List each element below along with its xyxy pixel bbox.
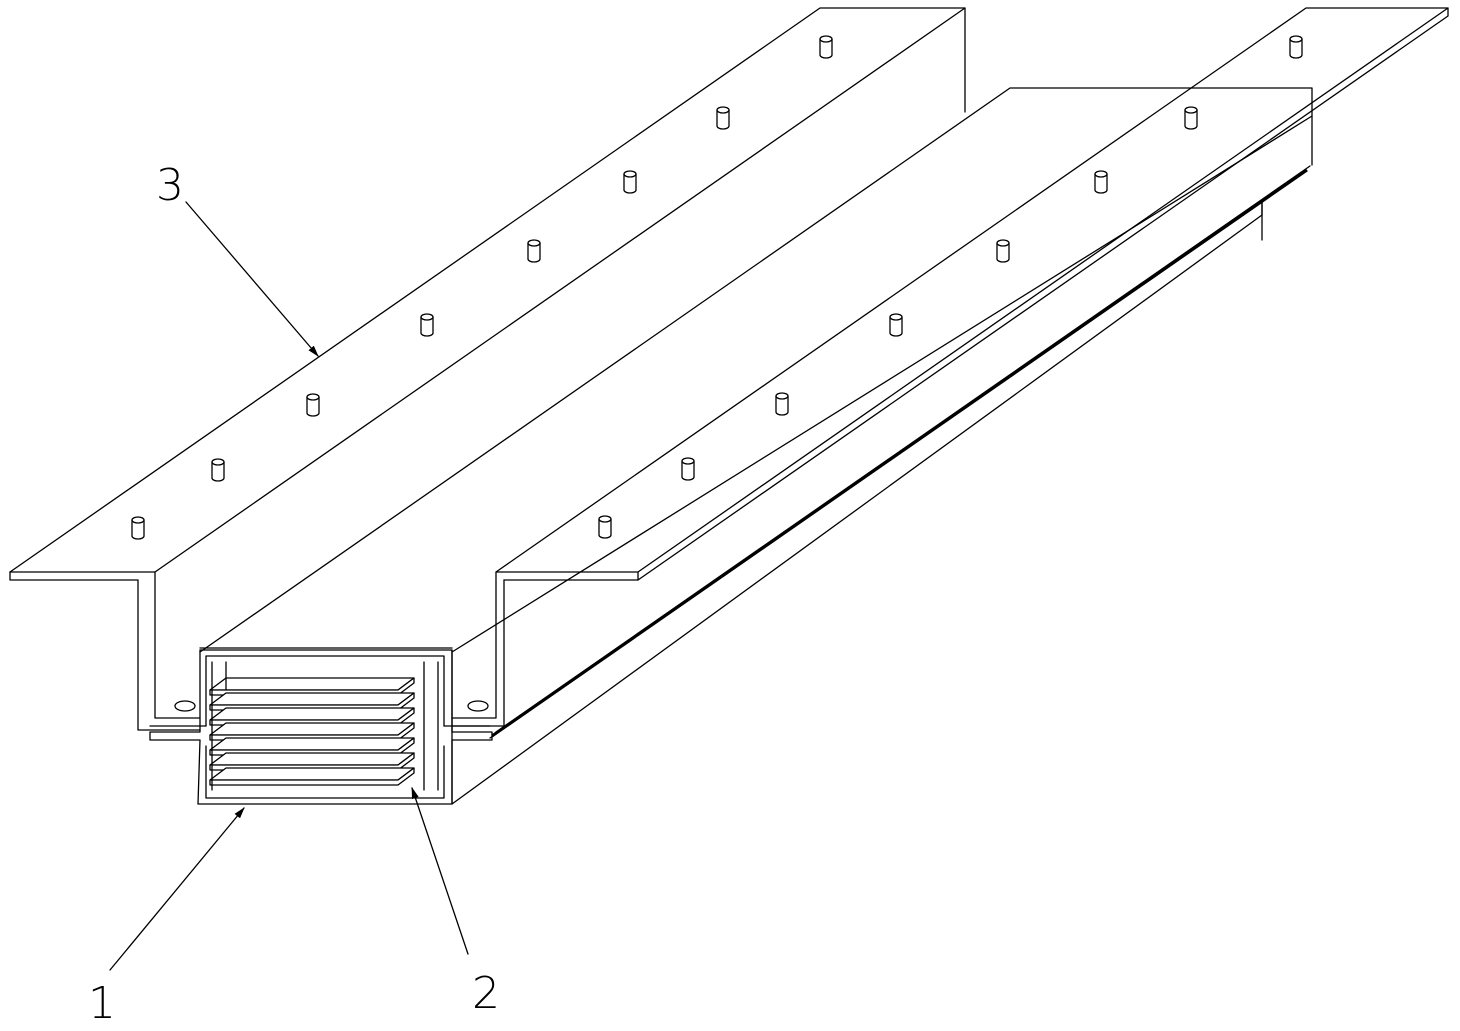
label-3: 3	[156, 160, 184, 211]
bolt-icon	[1289, 35, 1303, 59]
bolt-icon	[716, 106, 730, 130]
conductor-bar	[209, 767, 415, 786]
leader-3: 3	[156, 160, 319, 357]
bolt-icon	[623, 170, 637, 194]
leader-2: 2	[411, 786, 500, 1019]
side-clips	[174, 661, 489, 791]
bolt-icon	[131, 516, 145, 540]
conductor-bars	[209, 677, 415, 786]
bolt-icon	[889, 313, 903, 337]
label-2: 2	[472, 968, 500, 1019]
cover-plate	[9, 7, 1449, 731]
bolt-icon	[775, 392, 789, 416]
conductor-bar	[209, 677, 415, 696]
bolt-icon	[420, 313, 434, 337]
bolt-icon	[1094, 170, 1108, 194]
bolt-icon	[598, 515, 612, 539]
bolt-icon	[996, 239, 1010, 263]
bolt-icon	[819, 35, 833, 59]
housing-body	[149, 87, 1313, 805]
conductor-bar	[209, 752, 415, 771]
conductor-bar	[209, 722, 415, 741]
bolt-icon	[681, 457, 695, 481]
bolt-icon	[211, 458, 225, 482]
bolt-icon	[1184, 106, 1198, 130]
conductor-bar	[209, 707, 415, 726]
label-1: 1	[88, 978, 116, 1029]
conductor-bar	[209, 692, 415, 711]
bolt-icon	[527, 239, 541, 263]
leader-1: 1	[88, 807, 245, 1029]
conductor-bar	[209, 737, 415, 756]
bolt-icon	[306, 393, 320, 417]
bolts	[131, 35, 1303, 540]
